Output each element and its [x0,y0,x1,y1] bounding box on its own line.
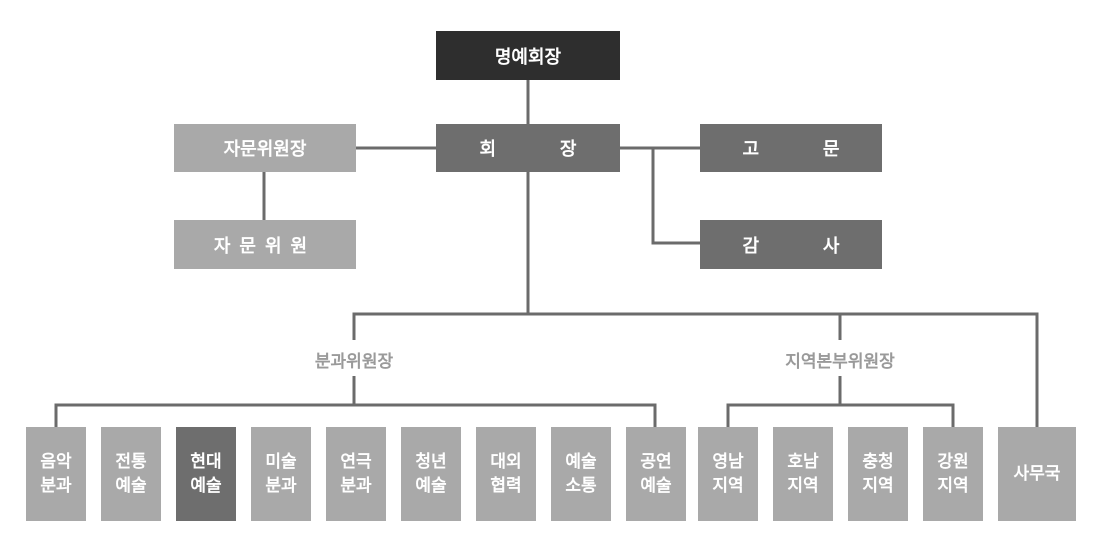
advisor-label: 고 문 [742,139,869,160]
secretariat-box: 사무국 [998,427,1076,521]
chairman-emeritus-label: 명예회장 [494,46,562,68]
advisor-box: 고 문 [700,124,882,172]
advisory-head-label: 자문위원장 [223,139,307,160]
auditor-box: 감 사 [700,220,882,269]
division-contemporary-arts: 현대 예술 [176,427,236,521]
chairman-box: 회 장 [436,124,620,172]
region-honam: 호남 지역 [773,427,833,521]
chairman-emeritus-box: 명예회장 [436,31,620,80]
advisory-members-label: 자문위원 [213,235,317,257]
division-theater: 연극 분과 [326,427,386,521]
regional-group-label: 지역본부위원장 [785,352,895,372]
region-gangwon: 강원 지역 [923,427,983,521]
division-group-label: 분과위원장 [314,352,394,372]
secretariat-label: 사무국 [1013,464,1061,484]
division-performing-arts: 공연 예술 [626,427,686,521]
advisory-head-box: 자문위원장 [174,124,356,172]
division-youth-arts: 청년 예술 [401,427,461,521]
advisory-members-box: 자문위원 [174,220,356,269]
division-traditional-arts: 전통 예술 [101,427,161,521]
region-chungcheong: 충청 지역 [848,427,908,521]
auditor-label: 감 사 [742,235,869,257]
division-music: 음악 분과 [26,427,86,521]
division-external-cooperation: 대외 협력 [476,427,536,521]
chairman-label: 회 장 [479,139,606,160]
division-arts-communication: 예술 소통 [551,427,611,521]
region-yeongnam: 영남 지역 [698,427,758,521]
division-fine-arts: 미술 분과 [251,427,311,521]
